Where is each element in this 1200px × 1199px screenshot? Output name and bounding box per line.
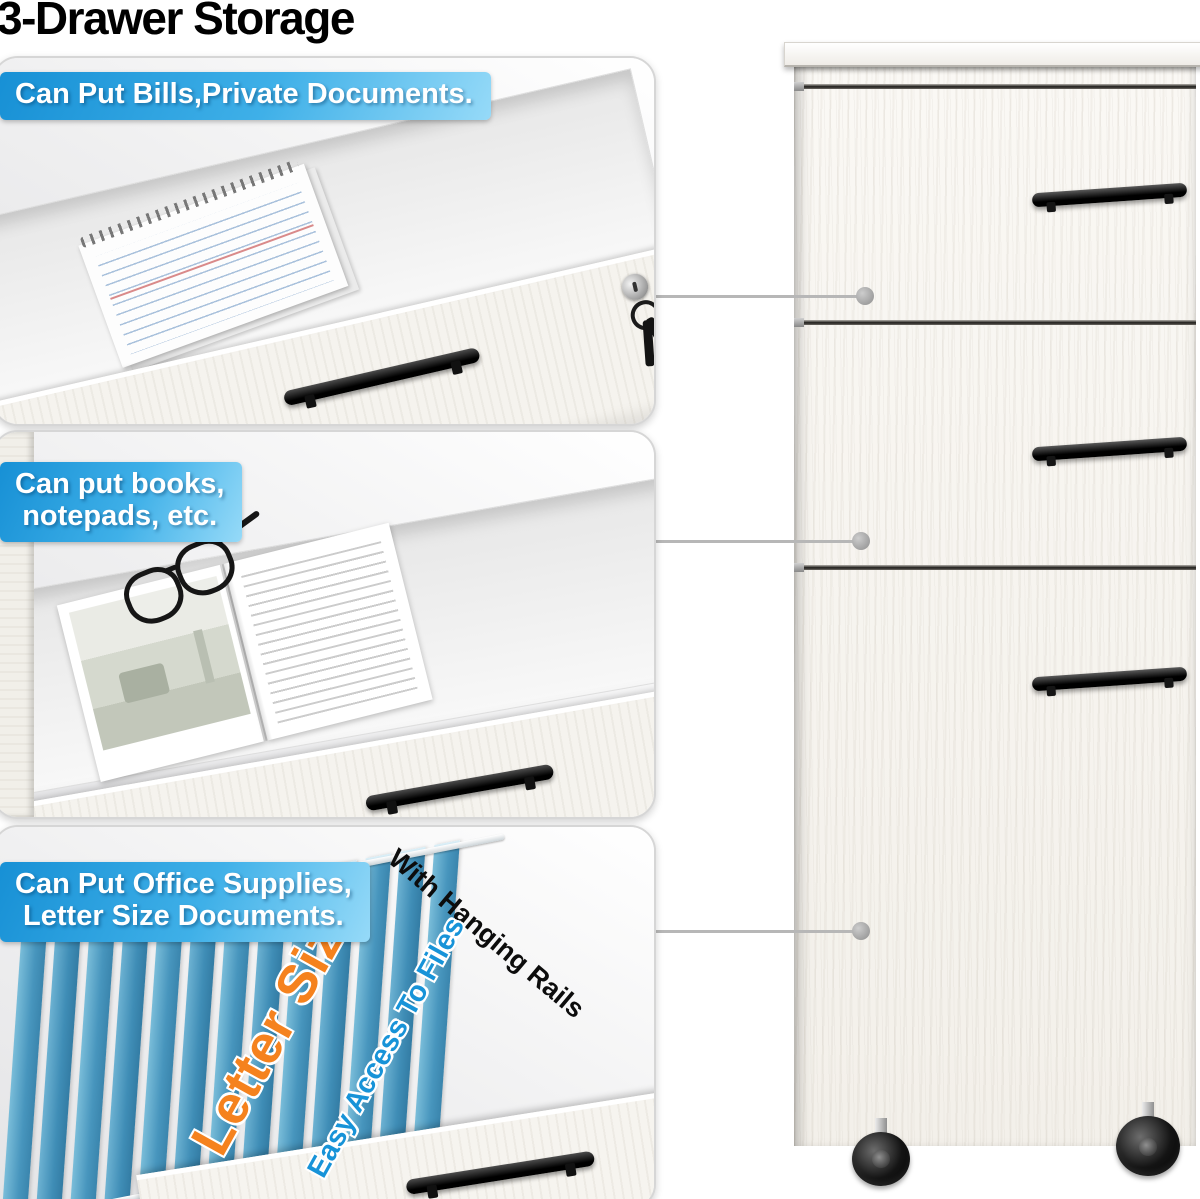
connector-dot-bottom <box>852 922 870 940</box>
drawer-seam <box>794 563 1196 572</box>
drawer-seam <box>794 82 1196 91</box>
cabinet-body <box>794 66 1196 1146</box>
banner-text: Can Put Office Supplies, <box>15 868 352 900</box>
cabinet-drawer-handle-top <box>1031 182 1188 208</box>
seam-clip <box>794 318 804 327</box>
seam-clip <box>794 82 804 91</box>
connector-dot-top <box>856 287 874 305</box>
keys-icon <box>612 294 654 382</box>
page-title: 3-Drawer Storage <box>0 0 355 44</box>
banner-text: notepads, etc. <box>22 499 218 532</box>
connector-line-top <box>640 295 860 298</box>
connector-line-middle <box>640 540 856 543</box>
drawer-handle <box>364 763 555 812</box>
cabinet-drawer-handle-middle <box>1031 436 1188 462</box>
banner-text: Can put books, <box>15 468 225 500</box>
connector-line-bottom <box>630 930 856 933</box>
photo-chair <box>118 662 171 704</box>
lock-icon <box>619 271 651 303</box>
connector-dot-middle <box>852 532 870 550</box>
photo-lamp <box>192 629 215 685</box>
cabinet-top-panel <box>784 42 1200 67</box>
receipt-ruled-lines <box>95 182 334 355</box>
caster-hub <box>872 1150 890 1168</box>
callout-banner-top: Can Put Bills,Private Documents. <box>0 72 491 120</box>
caster-wheel <box>1116 1102 1180 1186</box>
drawer-handle <box>405 1150 596 1196</box>
banner-text: Can Put Bills,Private Documents. <box>15 78 473 110</box>
seam-clip <box>794 563 804 572</box>
drawer-handle <box>282 346 481 407</box>
drawer-seam <box>794 318 1196 327</box>
caster-wheel <box>852 1118 910 1192</box>
callout-banner-bottom: Can Put Office Supplies, Letter Size Doc… <box>0 862 370 942</box>
caster-hub <box>1139 1138 1157 1156</box>
cabinet-photo <box>784 42 1200 1199</box>
callout-banner-middle: Can put books, notepads, etc. <box>0 462 243 542</box>
banner-text: Letter Size Documents. <box>23 899 344 932</box>
cabinet-drawer-handle-bottom <box>1031 666 1188 692</box>
